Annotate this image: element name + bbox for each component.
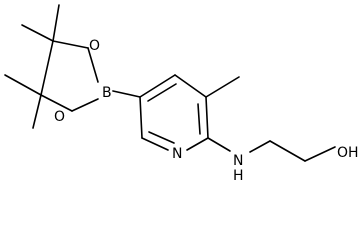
amine-nitrogen-label: N <box>233 153 243 169</box>
amine-hydrogen-label: H <box>233 168 244 184</box>
chemical-structure: B O O N N H OH <box>4 4 359 184</box>
hydroxyl-label: OH <box>337 145 359 161</box>
oxygen-lower-label: O <box>54 109 65 125</box>
dioxaborolane-ring <box>40 40 99 112</box>
molecule-canvas: B O O N N H OH <box>4 4 359 184</box>
boron-label: B <box>102 85 112 101</box>
tetramethyl-groups <box>4 4 60 129</box>
methyl-group <box>205 76 240 98</box>
ethanolamine-chain <box>207 137 336 162</box>
pyridine-ring <box>112 74 209 151</box>
ring-nitrogen-label: N <box>172 146 182 162</box>
oxygen-upper-label: O <box>89 38 100 54</box>
